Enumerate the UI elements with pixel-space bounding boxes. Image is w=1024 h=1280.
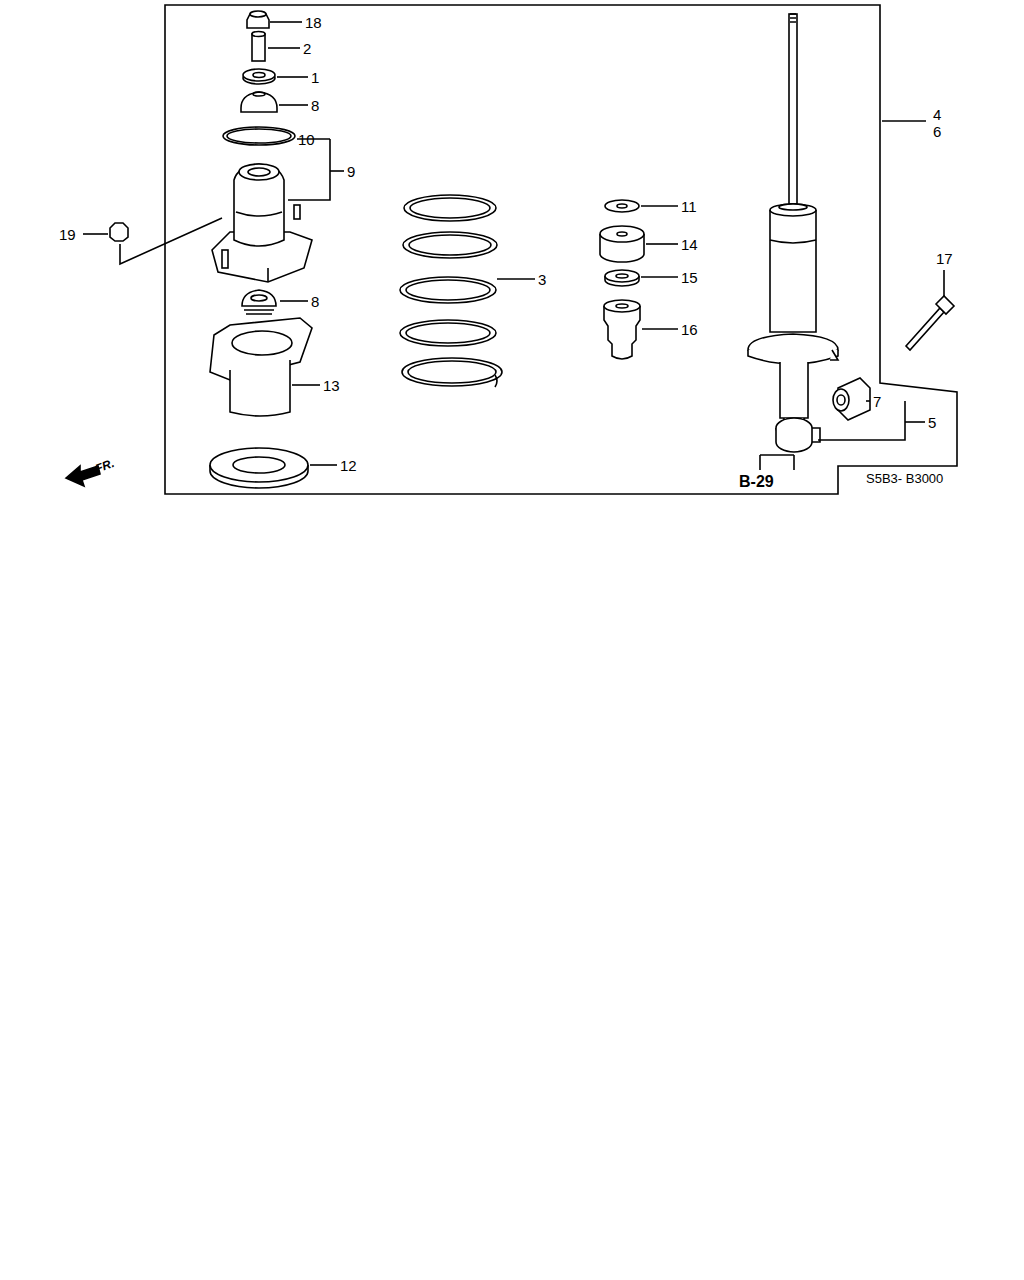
page-reference: B-29	[739, 474, 774, 490]
callout-number: 19	[59, 227, 76, 242]
callout-number: 16	[681, 322, 698, 337]
callout-number: 11	[681, 199, 697, 214]
washer	[605, 200, 639, 212]
callout-number: 1	[311, 70, 319, 85]
diagram-code: S5B3- B3000	[866, 472, 943, 485]
callout-number: 15	[681, 270, 698, 285]
callout-number: 7	[873, 394, 881, 409]
callout-number: 6	[933, 124, 941, 139]
callout-number: 14	[681, 237, 698, 252]
shock-absorber	[748, 14, 838, 452]
washer	[605, 270, 639, 286]
callout-number: 4	[933, 107, 941, 122]
callout-number: 5	[928, 415, 936, 430]
bushing	[833, 378, 870, 420]
collar	[252, 34, 265, 61]
callout-number: 18	[305, 15, 322, 30]
coil-spring	[400, 195, 502, 387]
frame	[165, 5, 957, 494]
bump-stop	[604, 300, 640, 359]
callout-number: 8	[311, 294, 319, 309]
bolt	[906, 296, 954, 350]
callout-number: 2	[303, 41, 311, 56]
callout-number: 9	[347, 164, 355, 179]
callout-number: 10	[298, 132, 315, 147]
shock-mount	[212, 164, 312, 282]
spring-pad	[210, 448, 308, 488]
nut	[110, 223, 128, 241]
callout-number: 3	[538, 272, 546, 287]
callout-number: 17	[936, 251, 953, 266]
bushing	[242, 290, 276, 306]
front-indicator: FR.	[94, 457, 116, 475]
dust-boot	[210, 318, 312, 416]
bushing	[241, 92, 277, 112]
callout-number: 12	[340, 458, 357, 473]
callout-number: 13	[323, 378, 340, 393]
callout-number: 8	[311, 98, 319, 113]
o-ring	[223, 127, 295, 145]
nut	[247, 11, 269, 28]
bump-stop-cap	[600, 226, 644, 262]
